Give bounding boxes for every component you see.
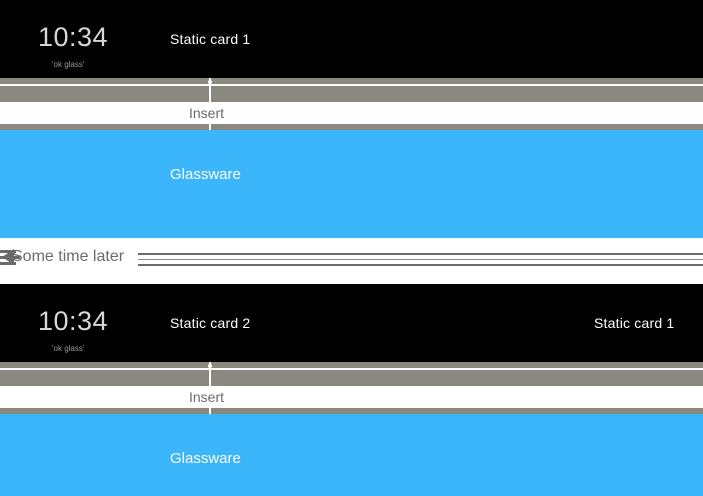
state2-static-card-2[interactable]: Static card 2 [170, 315, 251, 331]
state2-timeline-rule-a [0, 368, 703, 370]
state2-clock-time: 10:34 [38, 306, 109, 336]
state2-insert-divider-upper [209, 362, 211, 386]
time-divider-line-mid [138, 259, 703, 260]
state2-insert-divider-lower [209, 408, 211, 414]
state2-timeline-band-bottom [0, 408, 703, 414]
state2-insert-divider-gap [209, 386, 211, 408]
state2-static-card-1[interactable]: Static card 1 [594, 315, 675, 331]
state2-glassware-label: Glassware [170, 450, 241, 467]
state1-clock-time: 10:34 [38, 22, 109, 52]
arrow-left-icon-bar-bottom [0, 262, 16, 265]
state1-timeline-rule-a [0, 84, 703, 86]
state2-glassware-strip[interactable] [0, 414, 703, 496]
state1-insert-label[interactable]: Insert [189, 105, 225, 121]
state1-glassware-strip[interactable] [0, 130, 703, 238]
time-divider-line-bottom [138, 264, 703, 266]
state1-insert-gap [0, 102, 703, 124]
state1-timeline-band-mid [0, 86, 703, 102]
state1-insert-node [208, 80, 212, 84]
state1-glassware-label: Glassware [170, 166, 241, 183]
state1-timeline-band-bottom [0, 124, 703, 130]
state2-insert-node [208, 364, 212, 368]
state1-insert-divider-upper [209, 78, 211, 102]
arrow-left-icon-bar-mid [0, 256, 20, 259]
state1-timeline-band-top [0, 78, 703, 84]
state2-insert-gap [0, 386, 703, 408]
state2-timeline-band-top [0, 362, 703, 368]
time-divider-line-top [138, 253, 703, 255]
arrow-left-icon-bar-top [0, 250, 16, 253]
state2-insert-label[interactable]: Insert [189, 389, 225, 405]
state2-clock-hint: 'ok glass' [52, 344, 85, 353]
time-divider-row [0, 238, 703, 282]
state1-insert-divider-gap [209, 102, 211, 124]
state1-static-card-1[interactable]: Static card 1 [170, 31, 251, 47]
state2-timeline-band-mid [0, 370, 703, 386]
time-divider-label: Some time later [12, 248, 125, 265]
state1-clock-hint: 'ok glass' [52, 60, 85, 69]
state2-card-strip [0, 284, 703, 362]
state1-insert-divider-lower [209, 124, 211, 130]
state1-card-strip [0, 0, 703, 78]
